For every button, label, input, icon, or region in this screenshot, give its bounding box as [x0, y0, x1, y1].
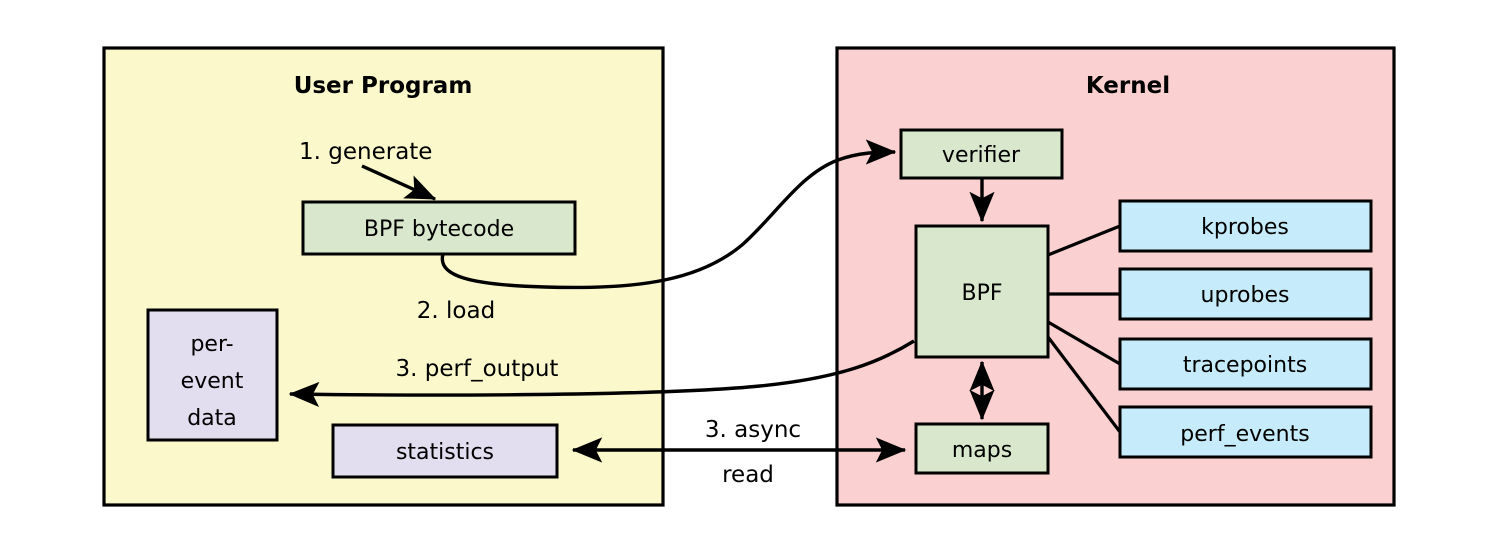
edge-label-generate: 1. generate	[299, 139, 432, 165]
node-verifier[interactable]: verifier	[899, 128, 1064, 180]
node-per-event-data-line2: event	[181, 369, 244, 394]
edge-load-bytecode-to-verifier	[440, 139, 897, 290]
node-tracepoints-label: tracepoints	[1183, 353, 1307, 378]
edge-label-load: 2. load	[417, 298, 495, 324]
node-bpf-rect[interactable]	[914, 224, 1050, 359]
node-per-event-data-rect[interactable]	[146, 308, 279, 442]
node-perf-events-label: perf_events	[1180, 422, 1309, 447]
node-uprobes-rect[interactable]	[1118, 267, 1373, 321]
node-tracepoints[interactable]: tracepoints	[1118, 337, 1373, 391]
node-per-event-data[interactable]: per- event data	[146, 308, 279, 442]
node-kprobes-rect[interactable]	[1118, 199, 1373, 253]
node-statistics-rect[interactable]	[331, 423, 559, 479]
node-bpf-bytecode-rect[interactable]	[301, 200, 577, 256]
node-bpf-bytecode[interactable]: BPF bytecode	[301, 200, 577, 256]
node-verifier-rect[interactable]	[899, 128, 1064, 180]
node-perf-events[interactable]: perf_events	[1118, 405, 1373, 459]
node-kprobes[interactable]: kprobes	[1118, 199, 1373, 253]
node-tracepoints-rect[interactable]	[1118, 337, 1373, 391]
edge-perf-output-bpf-to-per-event-data	[288, 339, 915, 408]
node-statistics[interactable]: statistics	[331, 423, 559, 479]
kernel-panel-title: Kernel	[1086, 73, 1170, 99]
node-bpf[interactable]: BPF	[914, 224, 1050, 359]
node-perf-events-rect[interactable]	[1118, 405, 1373, 459]
edge-generate-to-bytecode	[361, 164, 437, 201]
node-kprobes-label: kprobes	[1201, 215, 1289, 240]
node-maps-label: maps	[952, 438, 1012, 463]
edge-bpf-to-tracepoints	[1047, 320, 1121, 366]
node-maps-rect[interactable]	[914, 422, 1050, 475]
user-program-panel-title: User Program	[294, 73, 473, 99]
node-per-event-data-line1: per-	[190, 332, 233, 357]
node-verifier-label: verifier	[942, 143, 1021, 168]
node-uprobes[interactable]: uprobes	[1118, 267, 1373, 321]
node-uprobes-label: uprobes	[1201, 283, 1290, 308]
node-per-event-data-line3: data	[187, 406, 237, 431]
edge-label-async-read-line1: 3. async	[705, 417, 801, 443]
edge-bpf-to-perf-events	[1046, 336, 1122, 433]
edge-label-perf-output: 3. perf_output	[396, 356, 559, 382]
node-bpf-label: BPF	[961, 281, 1002, 306]
edge-bpf-to-kprobes	[1047, 224, 1121, 257]
node-maps[interactable]: maps	[914, 422, 1050, 475]
node-statistics-label: statistics	[396, 440, 494, 465]
node-bpf-bytecode-label: BPF bytecode	[364, 217, 514, 242]
edge-label-async-read-line2: read	[722, 462, 774, 488]
